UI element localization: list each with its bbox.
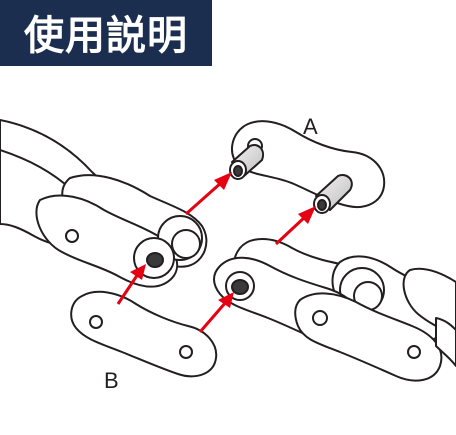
page-title: 使用説明 [0, 0, 212, 66]
arrow-pin-a1 [185, 172, 232, 216]
outer-link-b [70, 290, 218, 378]
connecting-link-a [229, 120, 386, 214]
label-a: A [303, 114, 318, 139]
label-b: B [104, 368, 119, 393]
right-chain [213, 238, 456, 382]
assembly-arrows [116, 172, 316, 333]
left-chain [0, 119, 208, 288]
arrow-plate-b2 [198, 292, 234, 333]
chain-assembly-diagram: A B [0, 66, 456, 435]
arrow-pin-a2 [274, 206, 316, 246]
arrow-plate-b1 [116, 264, 146, 305]
